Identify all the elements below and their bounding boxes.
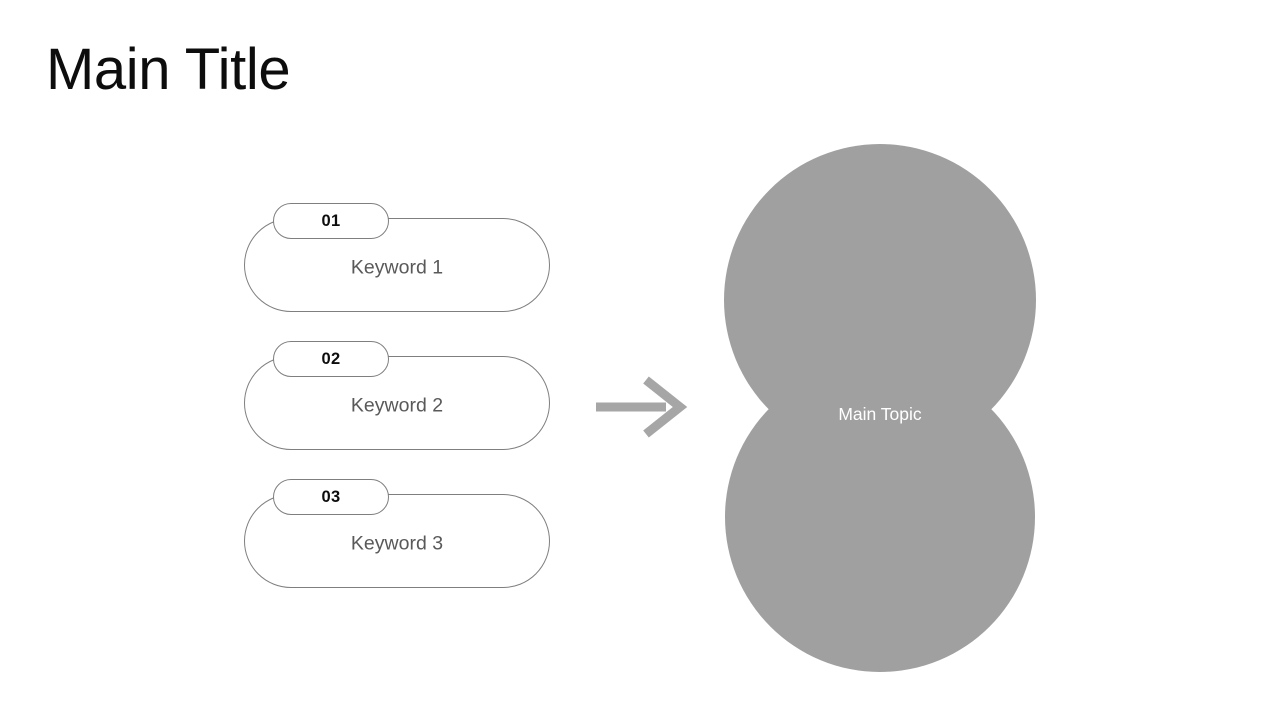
keyword-card-number-badge: 02 bbox=[273, 341, 389, 377]
main-topic-shape[interactable] bbox=[705, 130, 1055, 690]
keyword-card-list: Keyword 1 01 Keyword 2 02 Keyword 3 03 bbox=[244, 203, 554, 603]
keyword-card-number-badge: 01 bbox=[273, 203, 389, 239]
keyword-card-body[interactable]: Keyword 1 bbox=[244, 218, 550, 312]
keyword-card-number: 01 bbox=[321, 211, 341, 230]
page-title: Main Title bbox=[46, 37, 291, 102]
keyword-card-label: Keyword 1 bbox=[350, 256, 444, 279]
keyword-card-number: 02 bbox=[321, 349, 341, 368]
keyword-card-label: Keyword 2 bbox=[350, 394, 444, 417]
keyword-card-03[interactable]: Keyword 3 03 bbox=[244, 479, 550, 588]
keyword-card-number: 03 bbox=[321, 487, 341, 506]
arrow-right-icon bbox=[596, 376, 688, 438]
keyword-card-01[interactable]: Keyword 1 01 bbox=[244, 203, 550, 312]
keyword-card-label: Keyword 3 bbox=[350, 532, 444, 555]
keyword-card-number-badge: 03 bbox=[273, 479, 389, 515]
keyword-card-02[interactable]: Keyword 2 02 bbox=[244, 341, 550, 450]
